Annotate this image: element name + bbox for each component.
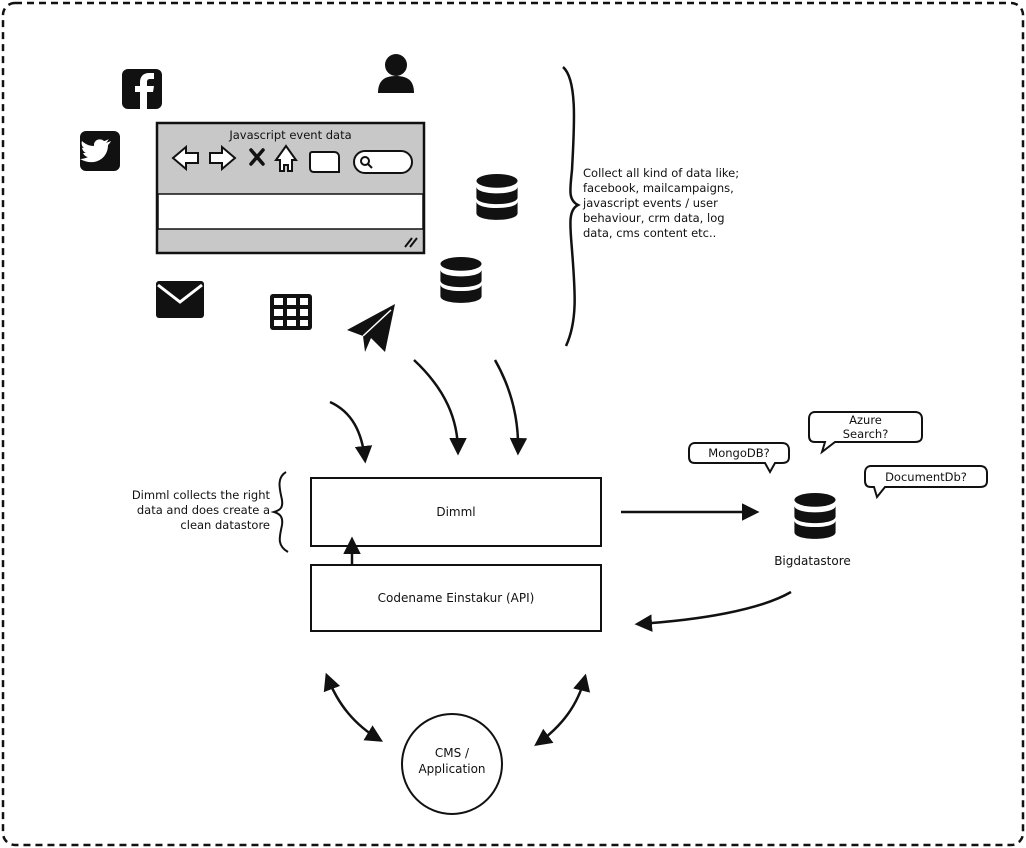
dimml-box: [310, 477, 602, 547]
browser-search-field[interactable]: [353, 150, 413, 174]
bookmark-icon[interactable]: [309, 151, 340, 173]
facebook-icon: [122, 69, 162, 109]
back-arrow-icon[interactable]: [171, 144, 199, 172]
database-icon: [440, 257, 482, 303]
arrow-source-left: [329, 400, 373, 464]
api-label: Codename Einstakur (API): [377, 591, 535, 605]
resize-grip-icon[interactable]: [404, 237, 418, 248]
documentdb-label: DocumentDb?: [885, 470, 967, 484]
mongodb-bubble: [688, 442, 790, 475]
forward-arrow-icon[interactable]: [209, 144, 237, 172]
database-icon: [794, 493, 836, 539]
dimml-brace: [270, 471, 289, 553]
arrow-source-right: [493, 359, 528, 456]
envelope-icon: [156, 281, 204, 318]
dimml-note-line: clean datastore: [180, 518, 270, 532]
browser-window: [155, 121, 426, 255]
cms-label-line2: Application: [418, 762, 486, 776]
collect-note-line: Collect all kind of data like;: [583, 166, 740, 180]
close-icon[interactable]: [249, 148, 265, 166]
arrow-store-to-api: [634, 590, 792, 632]
collect-brace: [562, 66, 581, 347]
database-icon: [476, 174, 518, 220]
browser-title: Javascript event data: [229, 128, 352, 142]
table-icon: [270, 294, 312, 330]
azure-bubble: [808, 411, 923, 455]
collect-note-line: javascript events / user: [583, 196, 718, 210]
collect-note-line: facebook, mailcampaigns,: [583, 181, 734, 195]
search-icon: [360, 156, 373, 169]
dimml-note-line: data and does create a: [136, 503, 270, 517]
mongodb-label: MongoDB?: [708, 446, 770, 460]
collect-note: Collect all kind of data like; facebook,…: [583, 166, 739, 241]
dimml-label: Dimml: [436, 505, 476, 519]
home-icon[interactable]: [274, 144, 298, 172]
bigdatastore-label: Bigdatastore: [774, 554, 851, 568]
documentdb-bubble: [864, 465, 988, 500]
api-box: [310, 564, 602, 632]
paper-plane-icon: [347, 304, 395, 352]
cms-label: CMS / Application: [402, 745, 502, 777]
cms-label-line1: CMS /: [434, 746, 470, 760]
azure-label-line1: Azure: [849, 413, 882, 427]
user-icon: [378, 54, 414, 93]
collect-note-line: data, cms content etc..: [583, 226, 717, 240]
azure-label-line2: Search?: [842, 427, 889, 441]
collect-note-line: behaviour, crm data, log: [583, 211, 725, 225]
arrow-api-cms-left: [323, 672, 384, 742]
azure-label: Azure Search?: [809, 413, 922, 441]
arrow-source-middle: [413, 359, 467, 456]
arrow-api-cms-right: [534, 673, 591, 747]
dimml-note-line: Dimml collects the right: [131, 488, 270, 502]
cms-circle: [401, 713, 503, 815]
dimml-note: Dimml collects the right data and does c…: [100, 488, 270, 533]
twitter-icon: [80, 131, 120, 171]
